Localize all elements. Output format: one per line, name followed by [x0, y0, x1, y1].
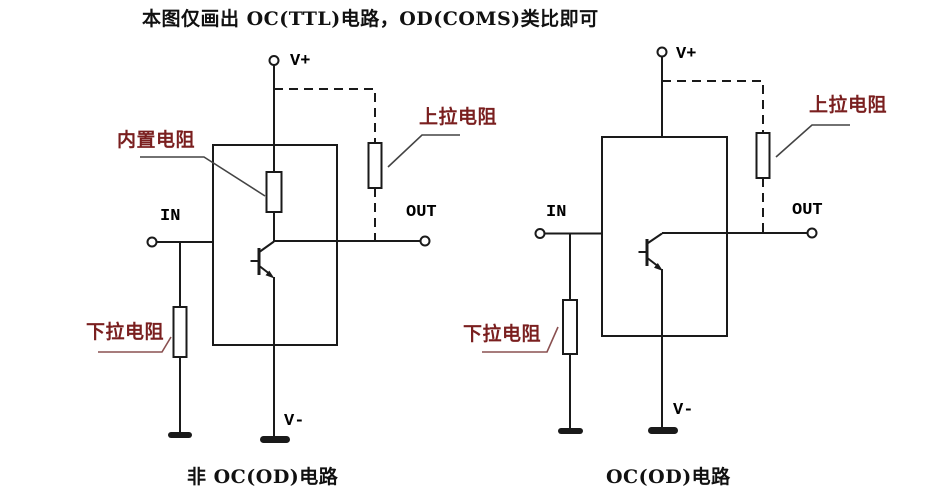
pulldown-resistor-label: 下拉电阻: [86, 321, 165, 343]
builtin-label-leader: [140, 156, 266, 197]
pullup-resistor-icon: [755, 132, 771, 179]
builtin-resistor-label: 内置电阻: [117, 129, 196, 151]
npn-transistor-icon: [638, 232, 663, 271]
pullup-resistor-label: 上拉电阻: [809, 94, 888, 116]
dashed-pullup-wire: [662, 80, 764, 133]
out-terminal-icon: [419, 235, 431, 247]
in-label: IN: [546, 203, 567, 222]
dashed-pullup-wire: [274, 88, 376, 143]
diagram-title: 本图仅画出 OC(TTL)电路，OD(COMS)类比即可: [142, 8, 599, 30]
right-circuit-caption: OC(OD)电路: [606, 466, 731, 488]
left-circuit-caption: 非 OC(OD)电路: [187, 466, 339, 488]
ground-icon: [558, 428, 583, 434]
in-terminal-icon: [534, 228, 546, 239]
vplus-terminal-icon: [268, 55, 280, 66]
npn-transistor-icon: [250, 240, 275, 279]
vplus-label: V+: [676, 45, 697, 64]
left-circuit: [98, 55, 460, 443]
out-terminal-icon: [806, 227, 818, 239]
in-terminal-icon: [146, 236, 158, 248]
right-circuit: [482, 46, 850, 434]
pulldown-resistor-icon: [172, 306, 188, 358]
out-label: OUT: [792, 201, 823, 220]
pullup-label-leader: [387, 134, 460, 168]
ground-icon: [648, 427, 678, 434]
pulldown-label-leader: [482, 326, 559, 353]
ground-icon: [168, 432, 192, 438]
in-label: IN: [160, 207, 181, 226]
pulldown-resistor-label: 下拉电阻: [463, 323, 542, 345]
pullup-resistor-icon: [367, 142, 383, 189]
pulldown-label-leader: [98, 336, 172, 353]
vminus-label: V-: [284, 412, 305, 431]
pullup-label-leader: [775, 124, 850, 158]
ic-box: [601, 136, 728, 337]
vplus-terminal-icon: [656, 46, 668, 58]
builtin-resistor-icon: [265, 171, 283, 213]
vplus-label: V+: [290, 52, 311, 71]
vminus-label: V-: [673, 401, 694, 420]
pullup-resistor-label: 上拉电阻: [419, 106, 498, 128]
out-label: OUT: [406, 203, 437, 222]
ground-icon: [260, 436, 290, 443]
pulldown-resistor-icon: [562, 299, 578, 355]
